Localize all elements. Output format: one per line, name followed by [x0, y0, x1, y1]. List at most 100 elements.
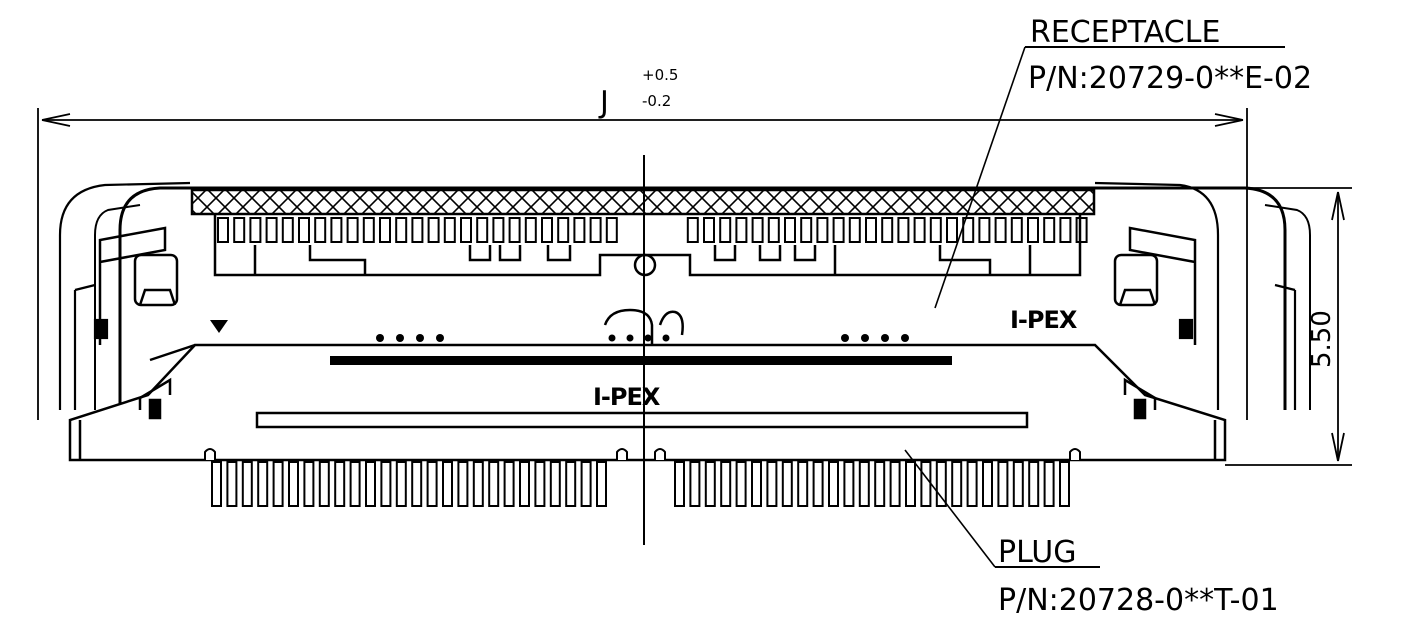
receptacle-contact: [897, 217, 910, 243]
plug-contact: [349, 461, 361, 507]
plug-contact: [442, 461, 453, 507]
receptacle-contact: [865, 217, 877, 243]
height-dimension: [1097, 187, 1352, 466]
plug-contact: [889, 461, 901, 507]
receptacle-latch-left: [73, 283, 109, 410]
plug-upper-slot: [330, 356, 952, 365]
receptacle-part-number: P/N:20729-0**E-02: [1028, 61, 1312, 96]
receptacle-latch-right: [1178, 283, 1297, 410]
plug-contact: [318, 461, 330, 507]
receptacle-contact: [330, 217, 343, 243]
plug-contact: [781, 461, 793, 507]
receptacle-contact: [249, 217, 262, 243]
receptacle-contact-comb: [217, 217, 1088, 243]
receptacle-contact: [767, 217, 780, 243]
height-dimension-label: 5.50: [1307, 310, 1337, 368]
plug-contact: [982, 461, 993, 507]
receptacle-contact: [946, 217, 958, 243]
plug-contact: [426, 461, 438, 507]
receptacle-contact: [605, 217, 618, 243]
receptacle-contact: [379, 217, 391, 243]
receptacle-contact: [1075, 217, 1088, 243]
plug-contact: [935, 461, 947, 507]
plug-contact: [704, 461, 716, 507]
plug-contact: [966, 461, 978, 507]
plug-contact: [997, 461, 1009, 507]
plug-contact: [828, 461, 839, 507]
plug-contact: [380, 461, 392, 507]
plug-contact: [1012, 461, 1024, 507]
plug-contact: [812, 461, 824, 507]
receptacle-contact: [298, 217, 310, 243]
plug-title: PLUG: [998, 535, 1077, 570]
plug-contact: [241, 461, 253, 507]
plug-contact: [580, 461, 592, 507]
receptacle-contact: [1010, 217, 1023, 243]
plug-contact: [596, 461, 607, 507]
receptacle-contact: [217, 217, 229, 243]
receptacle-contact: [686, 217, 699, 243]
receptacle-contact: [395, 217, 408, 243]
receptacle-contact: [1059, 217, 1072, 243]
receptacle-contact: [962, 217, 975, 243]
receptacle-contact: [703, 217, 715, 243]
receptacle-contact: [476, 217, 489, 243]
plug-contact: [905, 461, 916, 507]
receptacle-contact: [460, 217, 472, 243]
receptacle-contact: [427, 217, 440, 243]
plug-contact: [272, 461, 284, 507]
width-dimension-label: J: [598, 85, 609, 120]
receptacle-contact: [265, 217, 278, 243]
plug-contact: [519, 461, 530, 507]
plug-contact: [472, 461, 484, 507]
receptacle-contact: [719, 217, 732, 243]
plug-contact: [1059, 461, 1070, 507]
plug-contact: [797, 461, 809, 507]
plug-contact: [951, 461, 963, 507]
receptacle-contact: [541, 217, 553, 243]
plug-contact: [874, 461, 886, 507]
plug-part-number: P/N:20728-0**T-01: [998, 583, 1279, 618]
plug-logo: I-PEX: [593, 383, 661, 411]
receptacle-contact: [589, 217, 602, 243]
plug-contact: [211, 461, 222, 507]
receptacle-contact: [362, 217, 375, 243]
plug-contact: [858, 461, 870, 507]
plug-contact: [766, 461, 778, 507]
receptacle-contact: [346, 217, 359, 243]
plug-contact: [457, 461, 469, 507]
receptacle-contact: [443, 217, 456, 243]
receptacle-contact: [929, 217, 942, 243]
plug-callout: PLUG P/N:20728-0**T-01: [904, 449, 1279, 618]
receptacle-contact: [281, 217, 294, 243]
plug-contact: [1043, 461, 1055, 507]
plug-contact: [395, 461, 407, 507]
receptacle-logo: I-PEX: [1010, 306, 1078, 334]
receptacle-contact: [1043, 217, 1056, 243]
plug-contact: [565, 461, 577, 507]
receptacle-contact: [1027, 217, 1039, 243]
plug-contact: [534, 461, 546, 507]
plug-contact: [674, 461, 685, 507]
receptacle-title: RECEPTACLE: [1030, 15, 1220, 50]
plug-contact: [843, 461, 855, 507]
plug-contact-comb: [211, 461, 1070, 507]
receptacle-contact: [492, 217, 505, 243]
plug-contact: [334, 461, 346, 507]
plug-notches: [204, 448, 1081, 460]
width-tolerance-minus: -0.2: [642, 92, 671, 110]
receptacle-contact: [978, 217, 991, 243]
receptacle-callout: RECEPTACLE P/N:20729-0**E-02: [934, 15, 1312, 309]
receptacle-contact: [508, 217, 521, 243]
receptacle-contact: [735, 217, 748, 243]
plug-contact: [1028, 461, 1040, 507]
receptacle-contact: [784, 217, 796, 243]
plug-contact: [365, 461, 376, 507]
plug-contact: [303, 461, 315, 507]
receptacle-contact: [832, 217, 845, 243]
plug-contact: [720, 461, 732, 507]
plug-contact: [257, 461, 269, 507]
receptacle-contact: [524, 217, 537, 243]
